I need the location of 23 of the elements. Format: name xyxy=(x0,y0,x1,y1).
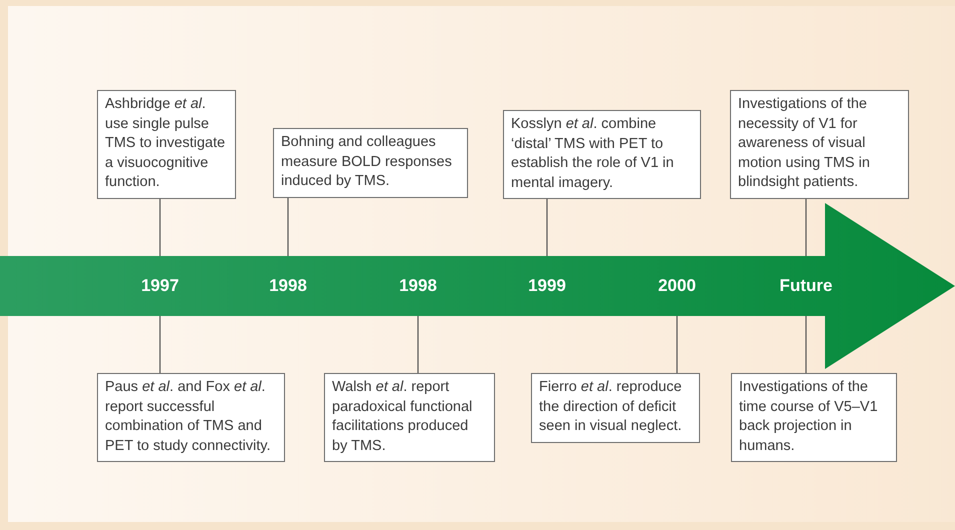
year-label: Future xyxy=(780,256,832,316)
year-label: 1998 xyxy=(399,256,437,316)
event-box: Investigations of the time course of V5–V1 back projection in humans. xyxy=(731,373,897,462)
leader-line xyxy=(159,316,161,373)
year-label: 1999 xyxy=(528,256,566,316)
event-box: Investigations of the necessity of V1 for awareness of visual motion using TMS in blindsight patients. xyxy=(730,90,909,198)
year-label: 2000 xyxy=(658,256,696,316)
leader-line xyxy=(676,316,678,373)
timeline-axis xyxy=(0,203,955,369)
year-label: 1998 xyxy=(269,256,307,316)
leader-line xyxy=(546,199,548,256)
leader-line xyxy=(805,316,807,373)
event-box: Fierro et al. reproduce the direction of deficit seen in visual neglect. xyxy=(531,373,700,442)
leader-line xyxy=(805,198,807,256)
event-box: Ashbridge et al. use single pulse TMS to investigate a visuocognitive function. xyxy=(97,90,236,198)
leader-line xyxy=(417,316,419,373)
leader-line xyxy=(159,198,161,256)
event-box: Paus et al. and Fox et al. report successful combination of TMS and PET to study connectivity. xyxy=(97,373,285,462)
event-box: Kosslyn et al. combine ‘distal’ TMS with PET to establish the role of V1 in mental imagery. xyxy=(503,110,701,199)
leader-line xyxy=(287,198,289,256)
event-box: Bohning and colleagues measure BOLD responses induced by TMS. xyxy=(273,128,468,198)
event-box: Walsh et al. report paradoxical functional facilitations produced by TMS. xyxy=(324,373,495,462)
year-label: 1997 xyxy=(141,256,179,316)
